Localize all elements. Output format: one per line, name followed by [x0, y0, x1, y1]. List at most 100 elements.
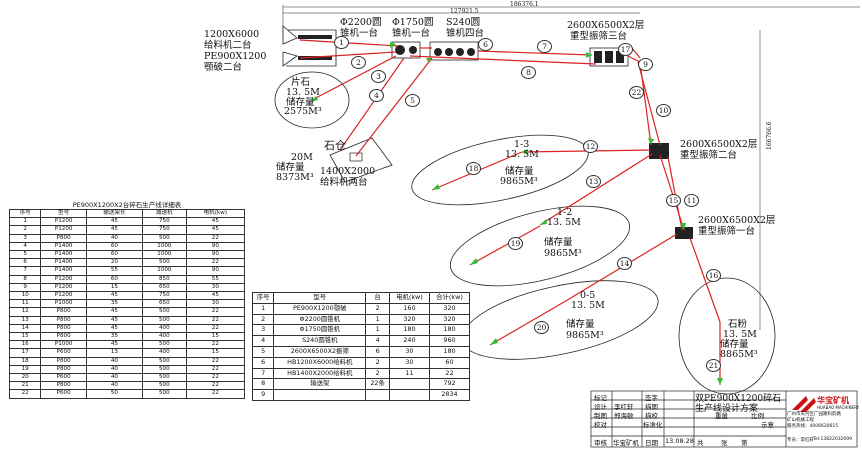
- table-cell: 500: [141, 315, 187, 325]
- arrow-12: [522, 149, 528, 155]
- header-cell: 输送架长: [85, 208, 143, 219]
- table-cell: 20: [8, 373, 42, 383]
- table-cell: 750: [141, 291, 187, 301]
- conveyor-number-6: 6: [478, 38, 493, 51]
- table-cell: 40: [85, 364, 143, 375]
- pile-powder-label-3: 储存量: [720, 339, 749, 350]
- conveyor-number-11: 11: [684, 194, 699, 207]
- header-cell: 序号: [8, 208, 42, 219]
- tb-sales: 专员：李红轩: [787, 438, 814, 443]
- table-cell: 10: [8, 291, 42, 301]
- table-cell: 9: [8, 282, 42, 293]
- table-cell: 792: [428, 378, 471, 391]
- pile-powder-label-4: 8865M³: [720, 349, 758, 360]
- feeder-crusher-label-3: PE900X1200: [204, 51, 267, 62]
- feeder-crusher-label-2: 给料机二台: [204, 40, 252, 51]
- table-cell: 21: [8, 381, 42, 391]
- conveyor-13: [539, 153, 653, 226]
- table-cell: 90: [185, 266, 246, 276]
- arrow-13: [540, 219, 547, 225]
- arrow-1: [390, 42, 396, 48]
- stone-silo: [329, 137, 393, 183]
- right-vertical-dimension: 166766.6: [766, 121, 773, 150]
- silo-capacity-1: 20M: [291, 152, 313, 163]
- table-cell: 180: [428, 324, 471, 337]
- pile-flake-label-4: 2575M³: [284, 106, 322, 117]
- silo-feeder: [349, 152, 363, 162]
- pile-0-5-label-3: 储存量: [566, 319, 595, 330]
- conveyor-number-17: 17: [618, 43, 633, 56]
- table-cell: P1400: [40, 250, 87, 260]
- header-cell: 型号: [273, 292, 367, 304]
- feeder-crusher-label-1: 1200X6000: [204, 29, 260, 40]
- tb-label-approve: 审核: [594, 439, 607, 447]
- table-cell: [365, 389, 390, 401]
- top-partial-dimension: 127921.5: [450, 8, 479, 15]
- table-cell: P600: [40, 348, 87, 358]
- pile-1-3-label-4: 9865M³: [500, 176, 538, 187]
- pile-1-3-label-3: 储存量: [505, 166, 534, 177]
- table-cell: P1000: [40, 299, 87, 309]
- pile-flake-label-1: 片石: [291, 77, 311, 88]
- table-cell: 3: [251, 324, 275, 337]
- table-cell: 45: [85, 315, 143, 325]
- pile-powder: [678, 277, 776, 395]
- table-cell: 1000: [141, 250, 187, 260]
- feeder-two-label-1: 1400X2000: [320, 166, 376, 177]
- table-cell: 8: [8, 274, 42, 284]
- table-cell: 19: [8, 364, 42, 375]
- table-cell: P1200: [40, 225, 87, 235]
- tb-approver: 华宝矿机: [613, 439, 639, 447]
- table-cell: P800: [40, 315, 87, 325]
- feeder-lower: [298, 56, 332, 60]
- screen-three-label-2: 重型振筛三台: [570, 31, 628, 42]
- conveyor-20: [489, 301, 565, 346]
- flow-arrows: [310, 42, 723, 385]
- table-cell: 750: [141, 217, 187, 227]
- screen-three-label-1: 2600X6500X2层: [567, 20, 645, 31]
- table-cell: P1400: [40, 266, 87, 276]
- conveyor-number-7: 7: [537, 40, 552, 53]
- table-cell: 15: [8, 332, 42, 342]
- table-cell: 35: [85, 299, 143, 309]
- feeder-crusher-outline: [286, 29, 337, 67]
- tb-contact-3: 服务热线：4006620615: [787, 424, 839, 429]
- table-cell: 320: [388, 313, 430, 326]
- header-cell: 序号: [251, 292, 275, 304]
- table-cell: 50: [85, 389, 143, 399]
- silo-capacity-3: 8373M³: [276, 172, 314, 183]
- conveyor-5: [355, 57, 433, 157]
- table-cell: 45: [85, 323, 143, 334]
- conveyor-17: [631, 47, 641, 59]
- header-cell: 电机(kw): [388, 292, 430, 304]
- tb-contact-2: 矿山机械工程: [787, 418, 814, 423]
- table-cell: 45: [85, 225, 143, 235]
- table-cell: 6: [8, 258, 42, 268]
- pile-1-3: [411, 134, 589, 206]
- pile-0-5-label-2: 13. 5M: [571, 300, 605, 311]
- table-cell: 45: [85, 307, 143, 317]
- feeder-hopper-upper: [282, 25, 298, 45]
- cone-1750-label-2: 锥机一台: [392, 28, 431, 39]
- conveyor-number-21: 21: [706, 359, 721, 372]
- tb-label-review: 校对: [594, 421, 607, 429]
- table-cell: 160: [388, 302, 430, 315]
- feeder-hopper-lower: [282, 51, 298, 67]
- table-cell: 320: [428, 313, 471, 326]
- arrow-19: [470, 258, 478, 265]
- feeder-upper: [298, 35, 332, 39]
- table-cell: P800: [40, 307, 87, 317]
- table-cell: P1400: [40, 241, 87, 252]
- cone-crusher-s240: [429, 41, 479, 61]
- table-cell: P600: [40, 389, 87, 399]
- table-cell: 30: [185, 282, 246, 293]
- table-cell: 30: [388, 356, 430, 369]
- table-cell: 240: [388, 335, 430, 347]
